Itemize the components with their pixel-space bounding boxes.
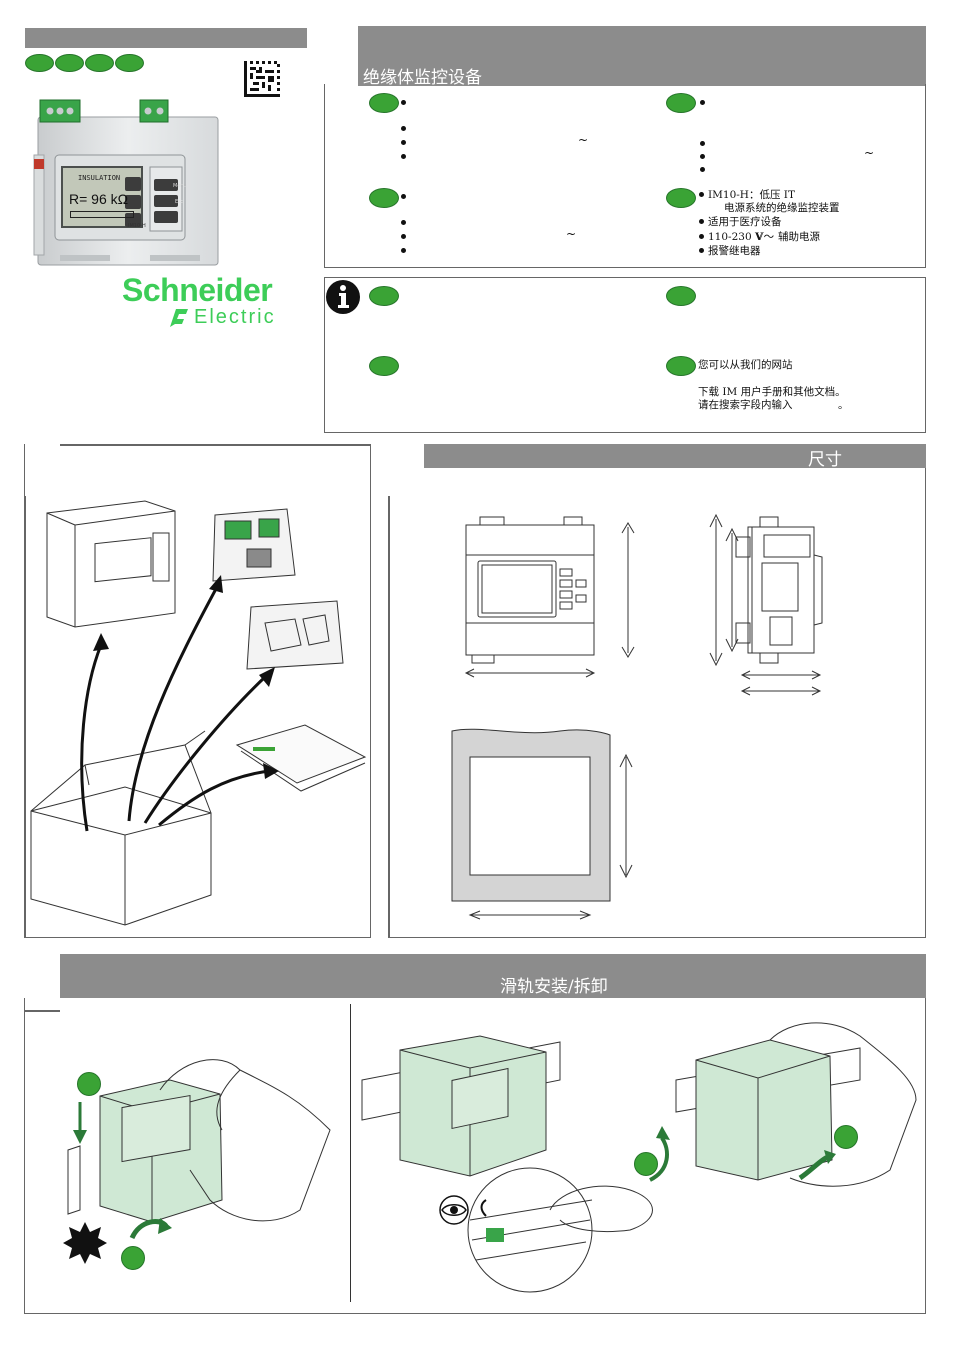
brand-name: Schneider — [122, 272, 273, 308]
feature-cn-2: 电源系统的绝缘监控装置 — [724, 202, 840, 214]
info-box — [324, 277, 926, 433]
bullet — [401, 248, 406, 253]
unpacking-left-line — [24, 496, 26, 938]
dimensions-panel — [388, 468, 926, 938]
dimensions-left-line — [388, 496, 390, 938]
rail-left-top-line — [24, 1010, 60, 1012]
click-burst-icon — [63, 1222, 107, 1264]
feature-cn-ac: V～ — [756, 231, 775, 243]
eye-icon — [439, 1195, 469, 1225]
language-dot-1[interactable] — [25, 54, 54, 72]
tilde-symbol: ~ — [578, 133, 589, 147]
brand-logo: Schneider Electric — [122, 272, 312, 332]
feature-cn-6: 报警继电器 — [708, 245, 761, 257]
rail-header-bar — [60, 954, 926, 998]
features-box — [324, 84, 926, 268]
rail-removal-illustration — [361, 1022, 917, 1293]
product-title: 绝缘体监控设备 — [363, 68, 482, 88]
bullet — [401, 234, 406, 239]
bullet — [401, 220, 406, 225]
device-screen-reading: R= 96 kΩ — [69, 191, 129, 207]
feature-cn-5: 辅助电源 — [778, 231, 820, 243]
rail-step4-marker[interactable] — [834, 1125, 858, 1149]
feature-cn-4: 110-230 V — [708, 231, 763, 243]
tilde-symbol: ~ — [566, 227, 577, 241]
info-cn-3: 请在搜索字段内输入 — [698, 399, 793, 411]
device-model-label: IM10-H — [128, 223, 146, 229]
device-menu-key: Menu — [173, 183, 187, 189]
info-lang4-marker[interactable] — [666, 356, 696, 376]
bullet — [401, 126, 406, 131]
bullet — [401, 154, 406, 159]
dimensions-title: 尺寸 — [808, 450, 842, 470]
unpacking-illustration — [30, 500, 367, 926]
dimensions-header-bar — [424, 444, 926, 468]
feature-cn-1: IM10-H：低压 IT — [708, 189, 795, 201]
bullet — [699, 248, 704, 253]
product-header-bar — [358, 26, 926, 86]
info-icon — [326, 280, 360, 314]
bullet — [699, 192, 704, 197]
info-cn-1: 您可以从我们的网站 — [698, 359, 793, 371]
info-cn-2: 下载 IM 用户手册和其他文档。 — [698, 386, 846, 398]
brand-swoosh-icon — [170, 309, 188, 327]
rail-divider — [350, 1004, 351, 1302]
rail-step1-marker[interactable] — [77, 1072, 101, 1096]
rail-panel — [24, 998, 926, 1314]
bullet — [699, 219, 704, 224]
qr-code — [244, 61, 280, 97]
bullet — [401, 140, 406, 145]
info-cn-4: 。 — [838, 399, 849, 411]
rail-title: 滑轨安装/拆卸 — [500, 977, 608, 997]
bullet — [700, 141, 705, 146]
bullet — [700, 100, 705, 105]
rail-mount-illustration — [67, 1059, 331, 1240]
device-photo — [33, 99, 219, 266]
language-dot-4[interactable] — [115, 54, 144, 72]
bullet — [700, 154, 705, 159]
feature-lang1-marker[interactable] — [369, 93, 399, 113]
info-lang2-marker[interactable] — [666, 286, 696, 306]
device-screen-bar — [70, 211, 134, 218]
language-dot-2[interactable] — [55, 54, 84, 72]
tilde-symbol: ~ — [864, 146, 875, 160]
top-left-header-bar — [25, 28, 307, 48]
feature-lang4-marker[interactable] — [666, 188, 696, 208]
unpacking-top-line — [60, 444, 371, 446]
language-dot-3[interactable] — [85, 54, 114, 72]
info-lang3-marker[interactable] — [369, 356, 399, 376]
rail-step3-marker[interactable] — [634, 1152, 658, 1176]
bullet — [401, 100, 406, 105]
brand-sub: Electric — [194, 306, 276, 328]
feature-cn-3: 适用于医疗设备 — [708, 216, 782, 228]
feature-lang3-marker[interactable] — [369, 188, 399, 208]
feature-lang2-marker[interactable] — [666, 93, 696, 113]
bullet — [699, 234, 704, 239]
bullet — [700, 167, 705, 172]
device-esc-key: Esc — [175, 199, 184, 205]
rail-step2-marker[interactable] — [121, 1246, 145, 1270]
info-lang1-marker[interactable] — [369, 286, 399, 306]
device-screen-mode: INSULATION — [78, 174, 121, 182]
dimensions-drawings — [451, 513, 823, 920]
bullet — [401, 194, 406, 199]
